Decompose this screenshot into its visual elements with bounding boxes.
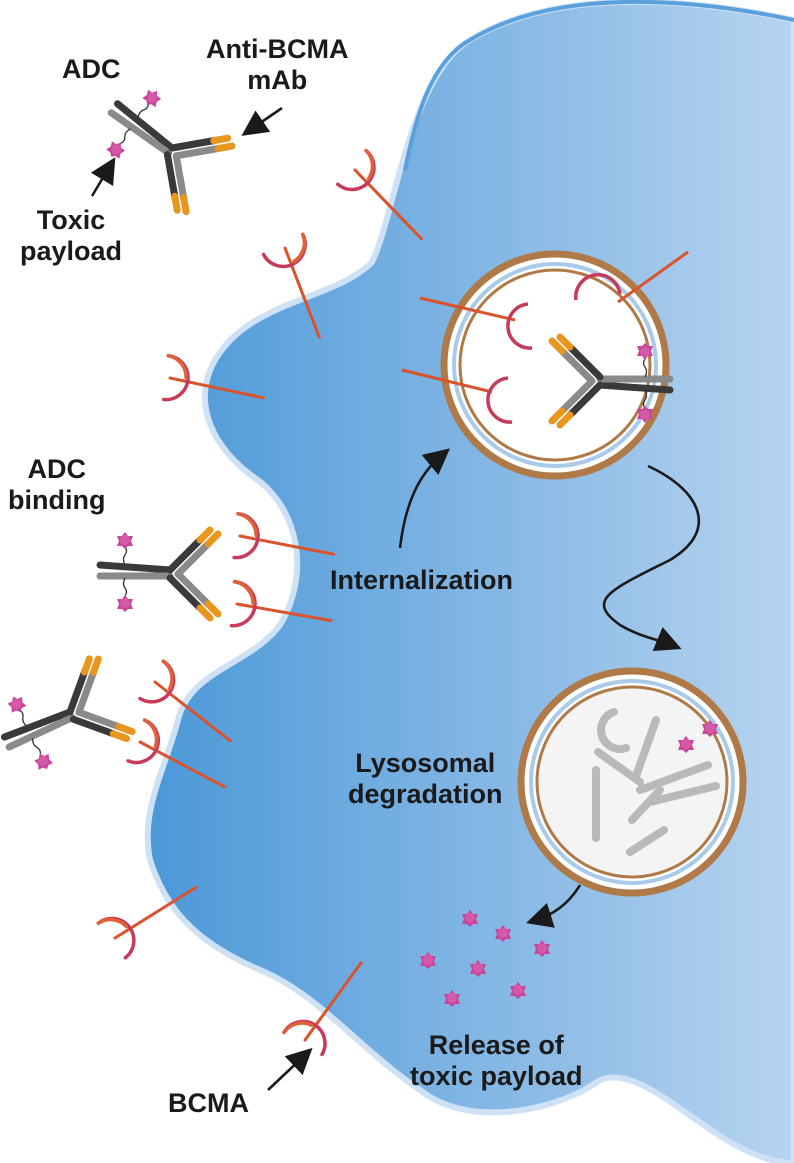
release-arrow-icon — [526, 884, 582, 928]
bcma-arrow-icon — [267, 1047, 313, 1091]
lysosomal-degradation-label: Lysosomal degradation — [348, 748, 503, 809]
arrows — [90, 106, 701, 1091]
adc-bound-1 — [100, 530, 218, 618]
bcma-label: BCMA — [168, 1088, 249, 1118]
adc-bound-2 — [0, 655, 134, 785]
toxic-payload-label: Toxic payload — [20, 205, 123, 266]
lysosome-icon — [517, 667, 747, 897]
antibody-icon — [0, 655, 134, 785]
antibody-icon — [100, 530, 218, 618]
antibody-icon — [87, 75, 234, 215]
toxic-payload-arrow-icon — [90, 157, 116, 197]
endosome-icon — [401, 250, 689, 480]
release-label: Release of toxic payload — [410, 1030, 583, 1091]
internalization-label: Internalization — [330, 565, 514, 595]
anti-bcma-arrow-icon — [241, 106, 283, 136]
anti-bcma-label: Anti-BCMA mAb — [206, 34, 349, 95]
trafficking-arrow-icon — [602, 464, 701, 652]
internalization-arrow-icon — [398, 448, 450, 549]
adc-free — [87, 75, 234, 215]
adc-binding-label: ADC binding — [8, 454, 106, 515]
adc-label: ADC — [62, 54, 121, 84]
